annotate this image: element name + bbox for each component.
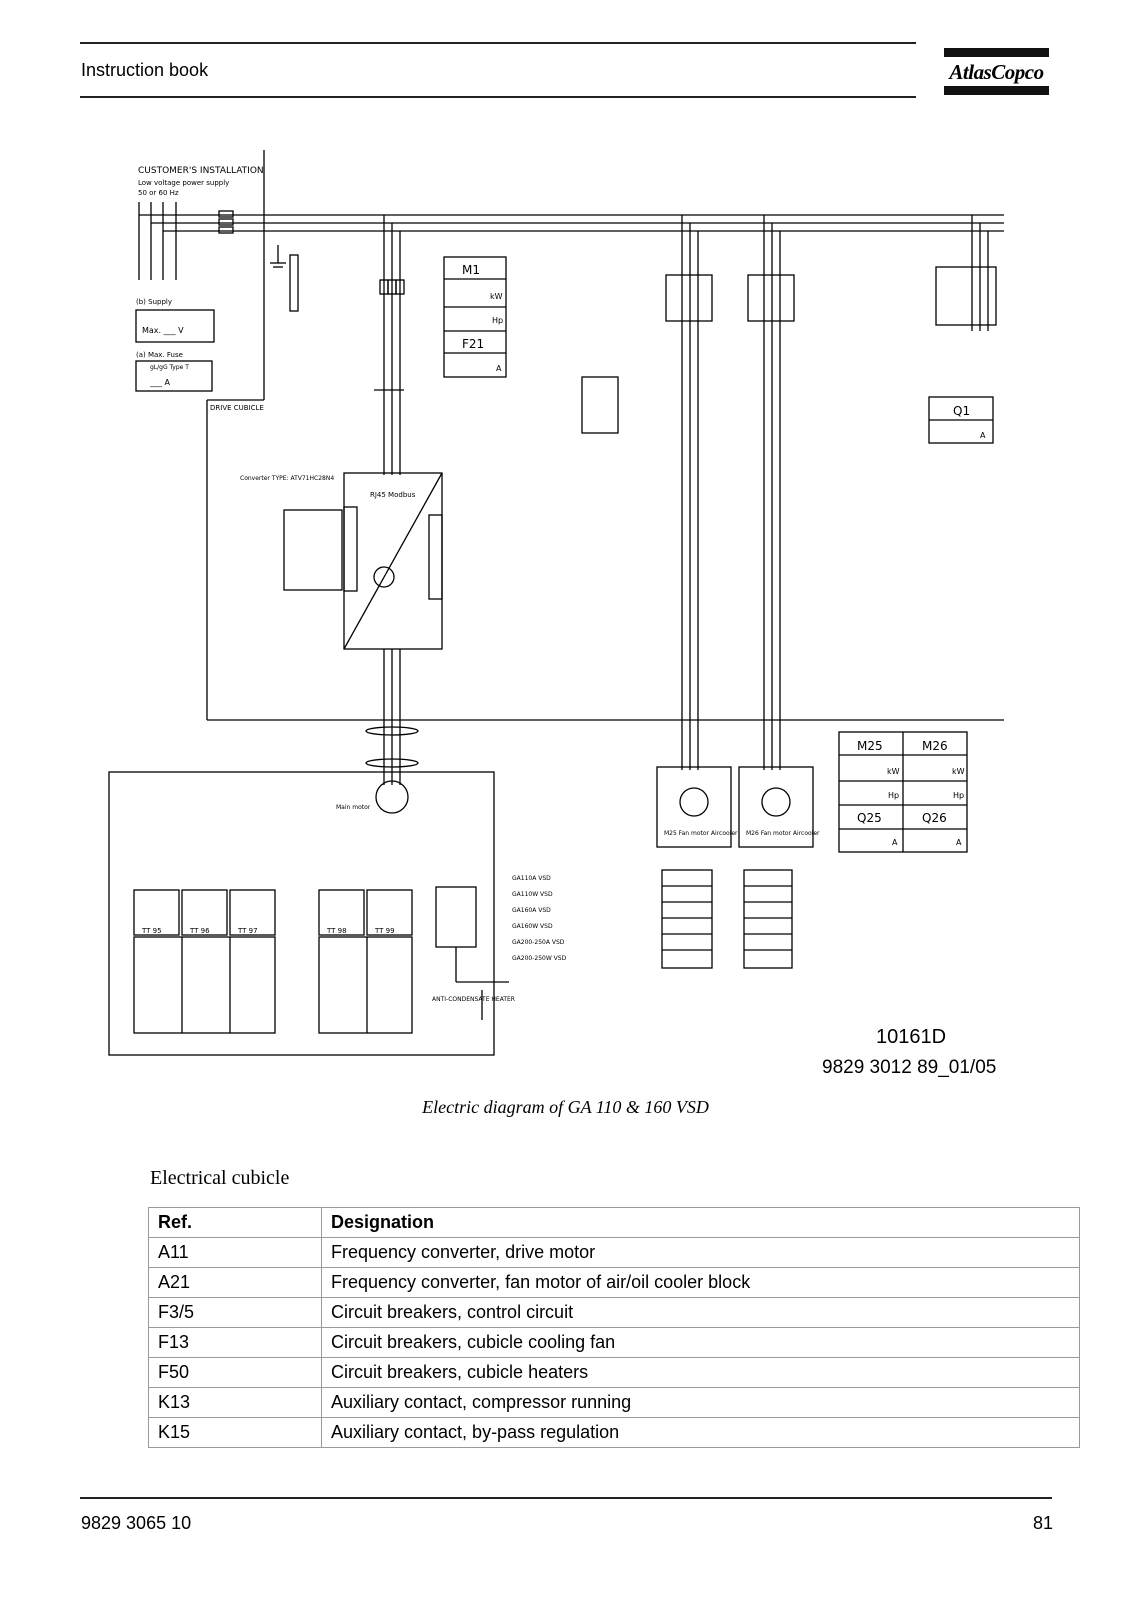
variant-4: GA160W VSD	[512, 923, 553, 930]
motor-enclosure	[108, 771, 495, 1056]
footer-rule	[80, 1497, 1052, 1499]
m1-kw-label: kW	[490, 292, 503, 301]
table-row: F13 Circuit breakers, cubicle cooling fa…	[148, 1327, 1080, 1358]
m1-hp-label: Hp	[492, 316, 503, 325]
main-feeder	[374, 215, 405, 475]
q1-a-label: A	[980, 431, 986, 440]
f21-label: F21	[462, 337, 484, 351]
ref-cell: K13	[148, 1387, 322, 1418]
designation-cell: Circuit breakers, cubicle cooling fan	[321, 1327, 1080, 1358]
frequency-converter: Converter TYPE: ATV71HC28N4 RJ45 Modbus	[240, 472, 443, 650]
ref-cell: A21	[148, 1267, 322, 1298]
drawing-number: 9829 3012 89_01/05	[822, 1057, 997, 1078]
fuse-current-label: ___ A	[149, 378, 171, 387]
designation-cell: Frequency converter, drive motor	[321, 1237, 1080, 1268]
drawing-id: 10161D	[876, 1026, 947, 1048]
m26-hp-label: Hp	[953, 791, 964, 800]
variant-3: GA160A VSD	[512, 907, 551, 914]
ref-cell: F13	[148, 1327, 322, 1358]
supply-label: (b) Supply	[136, 298, 172, 306]
tt99-label: TT 99	[374, 927, 395, 935]
document-title: Instruction book	[81, 60, 209, 80]
ref-cell: A11	[148, 1237, 322, 1268]
table-row: K15 Auxiliary contact, by-pass regulatio…	[148, 1417, 1080, 1448]
heater-and-variants: GA110A VSD GA110W VSD GA160A VSD GA160W …	[432, 875, 567, 1020]
table-row: F50 Circuit breakers, cubicle heaters	[148, 1357, 1080, 1388]
tt97-label: TT 97	[237, 927, 258, 935]
m25-kw-label: kW	[887, 767, 900, 776]
main-motor-label: Main motor	[336, 804, 371, 811]
m25-label: M25	[857, 739, 883, 753]
power-supply-label: Low voltage power supply	[138, 179, 229, 187]
m26-label: M26	[922, 739, 948, 753]
ref-cell: F50	[148, 1357, 322, 1388]
f21-a-label: A	[496, 364, 502, 373]
ref-cell: F3/5	[148, 1297, 322, 1328]
designation-cell: Frequency converter, fan motor of air/oi…	[321, 1267, 1080, 1298]
designation-cell: Auxiliary contact, compressor running	[321, 1387, 1080, 1418]
q1-label: Q1	[953, 404, 970, 418]
electric-diagram: CUSTOMER'S INSTALLATION Low voltage powe…	[108, 150, 1004, 1056]
tt96-label: TT 96	[189, 927, 210, 935]
variant-6: GA200-250W VSD	[512, 955, 567, 962]
header-rule-top	[80, 42, 916, 44]
max-fuse-label: (a) Max. Fuse	[136, 351, 183, 359]
header-rule-bottom	[80, 96, 916, 98]
logo-text: AtlasCopco	[949, 60, 1044, 84]
tt95-label: TT 95	[141, 927, 162, 935]
footer-page-number: 81	[1032, 1513, 1053, 1533]
frequency-label: 50 or 60 Hz	[138, 189, 179, 197]
q26-a-label: A	[956, 838, 962, 847]
m1-rating-box: M1 kW Hp F21 A	[443, 256, 507, 378]
designation-cell: Circuit breakers, control circuit	[321, 1297, 1080, 1328]
motor-feed-lines: Main motor	[207, 649, 1004, 814]
fan-rating-box: M25 M26 kW kW Hp Hp Q25 Q26 A A	[838, 731, 968, 853]
customer-installation-block: CUSTOMER'S INSTALLATION Low voltage powe…	[135, 150, 1004, 720]
max-voltage-label: Max. ___ V	[142, 326, 184, 335]
q25-a-label: A	[892, 838, 898, 847]
designation-cell: Auxiliary contact, by-pass regulation	[321, 1417, 1080, 1448]
table-row: A21 Frequency converter, fan motor of ai…	[148, 1267, 1080, 1298]
atlas-copco-logo: AtlasCopco	[944, 48, 1049, 95]
header-designation: Designation	[321, 1207, 1080, 1238]
table-header-row: Ref. Designation	[148, 1207, 1080, 1238]
table-row: K13 Auxiliary contact, compressor runnin…	[148, 1387, 1080, 1418]
fuse-type-label: gL/gG Type T	[150, 364, 189, 371]
q26-label: Q26	[922, 811, 947, 825]
q25-label: Q25	[857, 811, 882, 825]
fan-motor-m25-label: M25 Fan motor Aircooler	[664, 830, 738, 837]
m26-kw-label: kW	[952, 767, 965, 776]
figure-caption: Electric diagram of GA 110 & 160 VSD	[422, 1097, 709, 1117]
converter-type-label: Converter TYPE: ATV71HC28N4	[240, 475, 334, 482]
fan-motor-m26-label: M26 Fan motor Aircooler	[746, 830, 820, 837]
header-ref: Ref.	[148, 1207, 322, 1238]
designation-cell: Circuit breakers, cubicle heaters	[321, 1357, 1080, 1388]
variant-1: GA110A VSD	[512, 875, 551, 882]
footer-doc-number: 9829 3065 10	[81, 1513, 192, 1533]
temperature-sensors: TT 95 TT 96 TT 97 TT 98 TT 99	[133, 889, 413, 1034]
tt98-label: TT 98	[326, 927, 347, 935]
drive-cubicle-label: DRIVE CUBICLE	[210, 404, 264, 412]
ref-cell: K15	[148, 1417, 322, 1448]
reference-table: Ref. Designation A11 Frequency converter…	[148, 1207, 1080, 1448]
heater-label: ANTI-CONDENSATE HEATER	[432, 996, 515, 1003]
table-row: F3/5 Circuit breakers, control circuit	[148, 1297, 1080, 1328]
variant-2: GA110W VSD	[512, 891, 553, 898]
variant-5: GA200-250A VSD	[512, 939, 565, 946]
q1-feeder: Q1 A	[928, 215, 997, 444]
fan-motor-lists	[661, 869, 793, 969]
m25-hp-label: Hp	[888, 791, 899, 800]
m1-label: M1	[462, 263, 480, 277]
customer-installation-label: CUSTOMER'S INSTALLATION	[138, 166, 264, 176]
table-row: A11 Frequency converter, drive motor	[148, 1237, 1080, 1268]
fan-feeders: M25 Fan motor Aircooler M26 Fan motor Ai…	[581, 215, 820, 848]
rj45-label: RJ45 Modbus	[370, 491, 416, 499]
section-title: Electrical cubicle	[150, 1167, 290, 1189]
